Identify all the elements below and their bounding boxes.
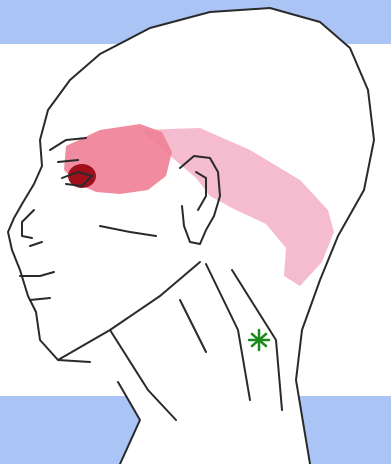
trigger-point-asterisk xyxy=(249,330,269,350)
